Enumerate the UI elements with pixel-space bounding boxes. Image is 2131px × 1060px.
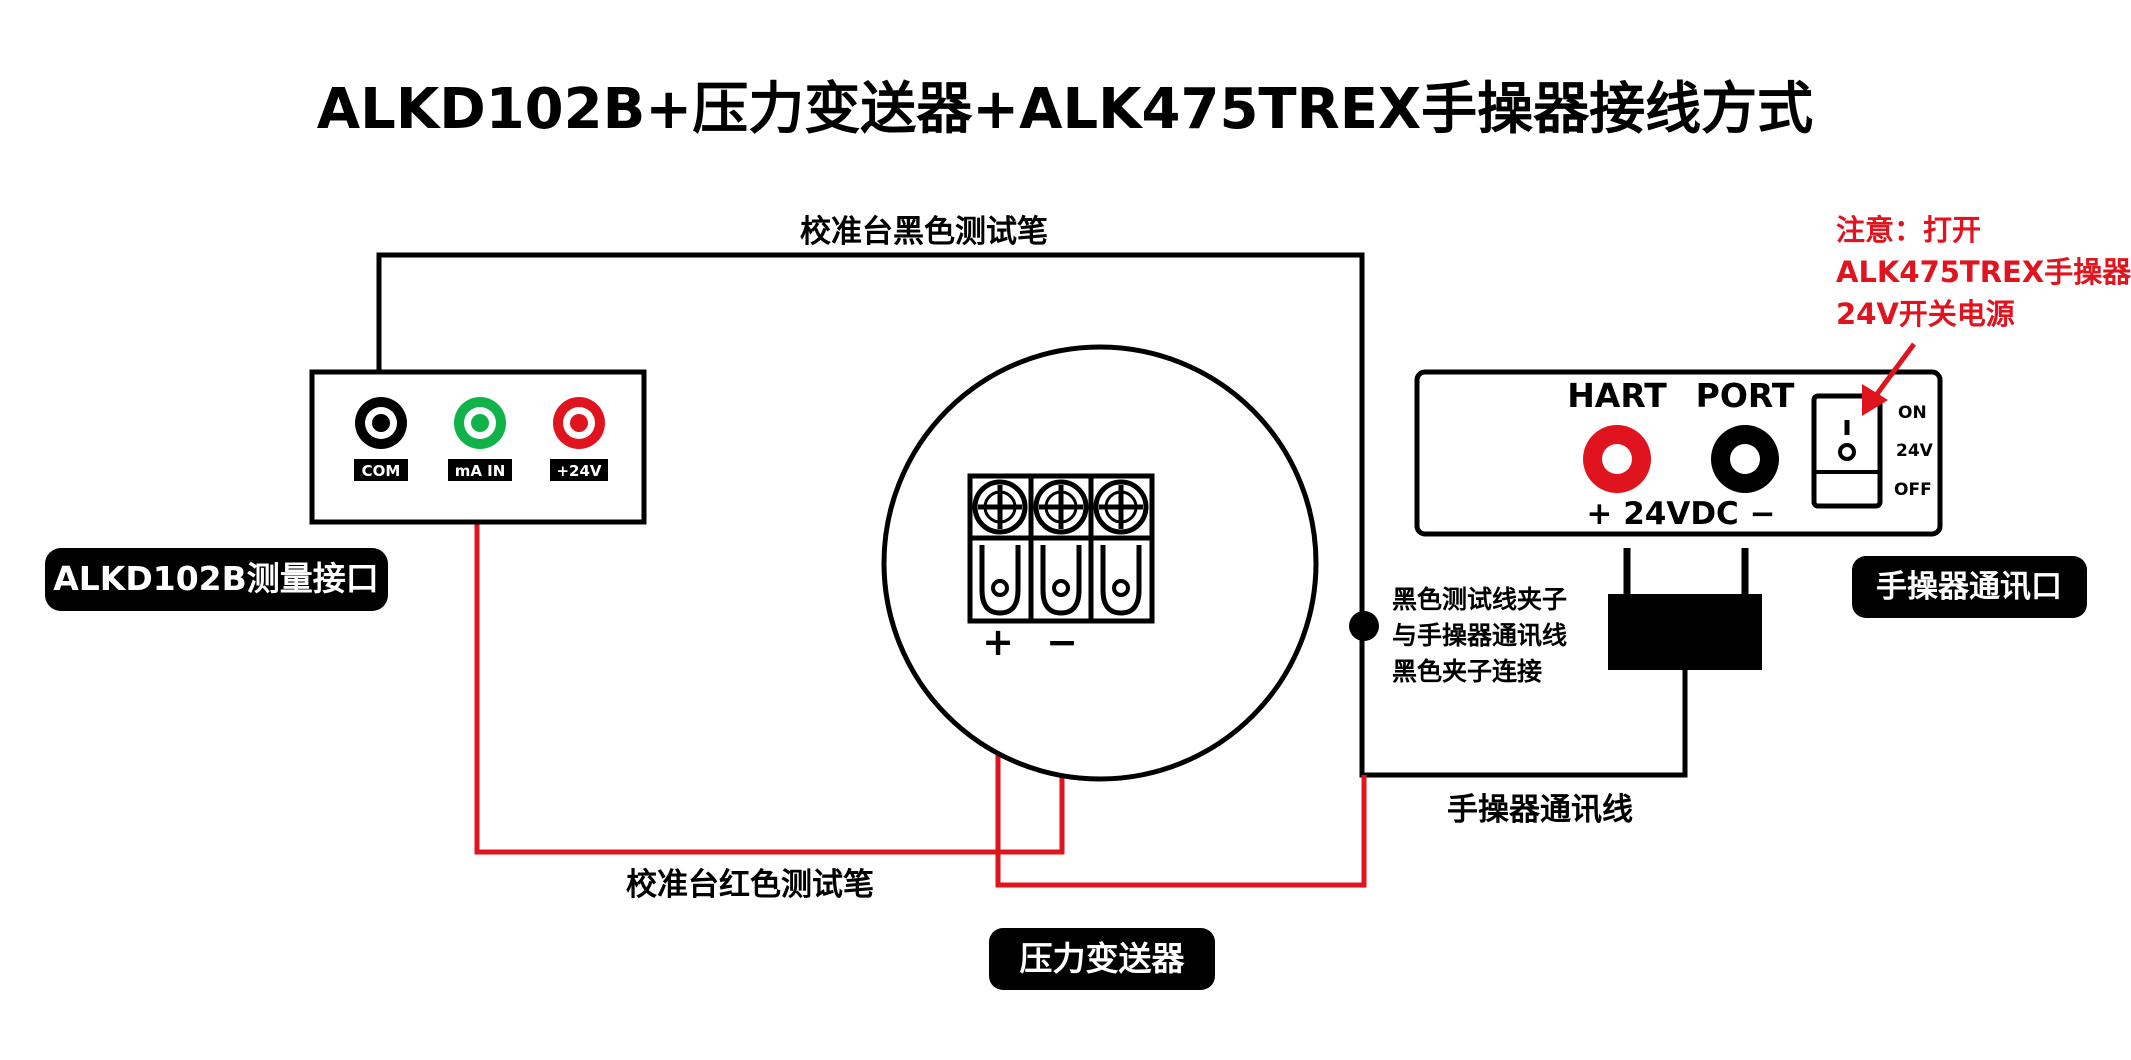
vdc-label: + 24VDC − (1586, 496, 1775, 532)
transmitter-badge: 压力变送器 (989, 928, 1215, 990)
black-probe-label: 校准台黑色测试笔 (800, 214, 1048, 250)
transmitter-plus-label: + (982, 620, 1014, 664)
alkd-port-badge-text: ALKD102B测量接口 (53, 559, 379, 598)
terminal-com[interactable]: COM (354, 397, 408, 481)
red-probe-label: 校准台红色测试笔 (626, 867, 874, 903)
alkd-port-badge: ALKD102B测量接口 (45, 548, 388, 611)
clamp-icon (1040, 545, 1082, 616)
hart-port-badge-text: 手操器通讯口 (1876, 569, 2062, 605)
clip-note-line-2: 与手操器通讯线 (1392, 621, 1567, 650)
clip-note-line-1: 黑色测试线夹子 (1392, 585, 1567, 614)
transmitter-badge-text: 压力变送器 (1020, 939, 1186, 978)
clip-junction-dot (1349, 611, 1379, 641)
hart-clip-device (1608, 548, 1762, 670)
hart-jack[interactable] (1583, 425, 1651, 493)
note-arrow-shaft (1871, 342, 1917, 400)
switch-on-label: ON (1898, 403, 1927, 423)
hart-port-badge: 手操器通讯口 (1852, 556, 2087, 618)
transmitter-terminal-block (967, 473, 1155, 624)
page-title: ALKD102B+压力变送器+ALK475TREX手操器接线方式 (317, 77, 1813, 142)
hart-comm-line-label: 手操器通讯线 (1447, 792, 1633, 828)
terminal-ma-in[interactable]: mA IN (448, 397, 512, 481)
screw-icon (1093, 479, 1149, 535)
port-jack[interactable] (1711, 425, 1779, 493)
power-switch[interactable] (1811, 393, 1883, 509)
hart-label: HART (1567, 376, 1667, 415)
switch-off-label: OFF (1894, 480, 1932, 500)
clip-note-line-3: 黑色夹子连接 (1392, 657, 1542, 686)
clamp-icon (1100, 545, 1142, 616)
terminal-ma-in-label: mA IN (455, 462, 506, 480)
terminal-24v[interactable]: +24V (550, 397, 608, 481)
screw-icon (972, 479, 1028, 535)
communicator-panel (1414, 369, 1943, 537)
port-label: PORT (1696, 376, 1795, 415)
note-line-1: 注意：打开 (1836, 213, 1981, 247)
terminal-24v-label: +24V (556, 462, 601, 480)
transmitter-minus-label: − (1046, 620, 1078, 664)
note-line-2: ALK475TREX手操器 (1836, 255, 2131, 289)
red-probe-wire-plus (995, 660, 1367, 888)
terminal-com-label: COM (362, 462, 401, 480)
note-arrow-head (1862, 384, 1888, 416)
clamp-icon (979, 545, 1021, 616)
switch-24v-label: 24V (1896, 441, 1934, 461)
black-probe-wire (376, 252, 1688, 778)
screw-icon (1033, 479, 1089, 535)
note-line-3: 24V开关电源 (1836, 297, 2015, 331)
